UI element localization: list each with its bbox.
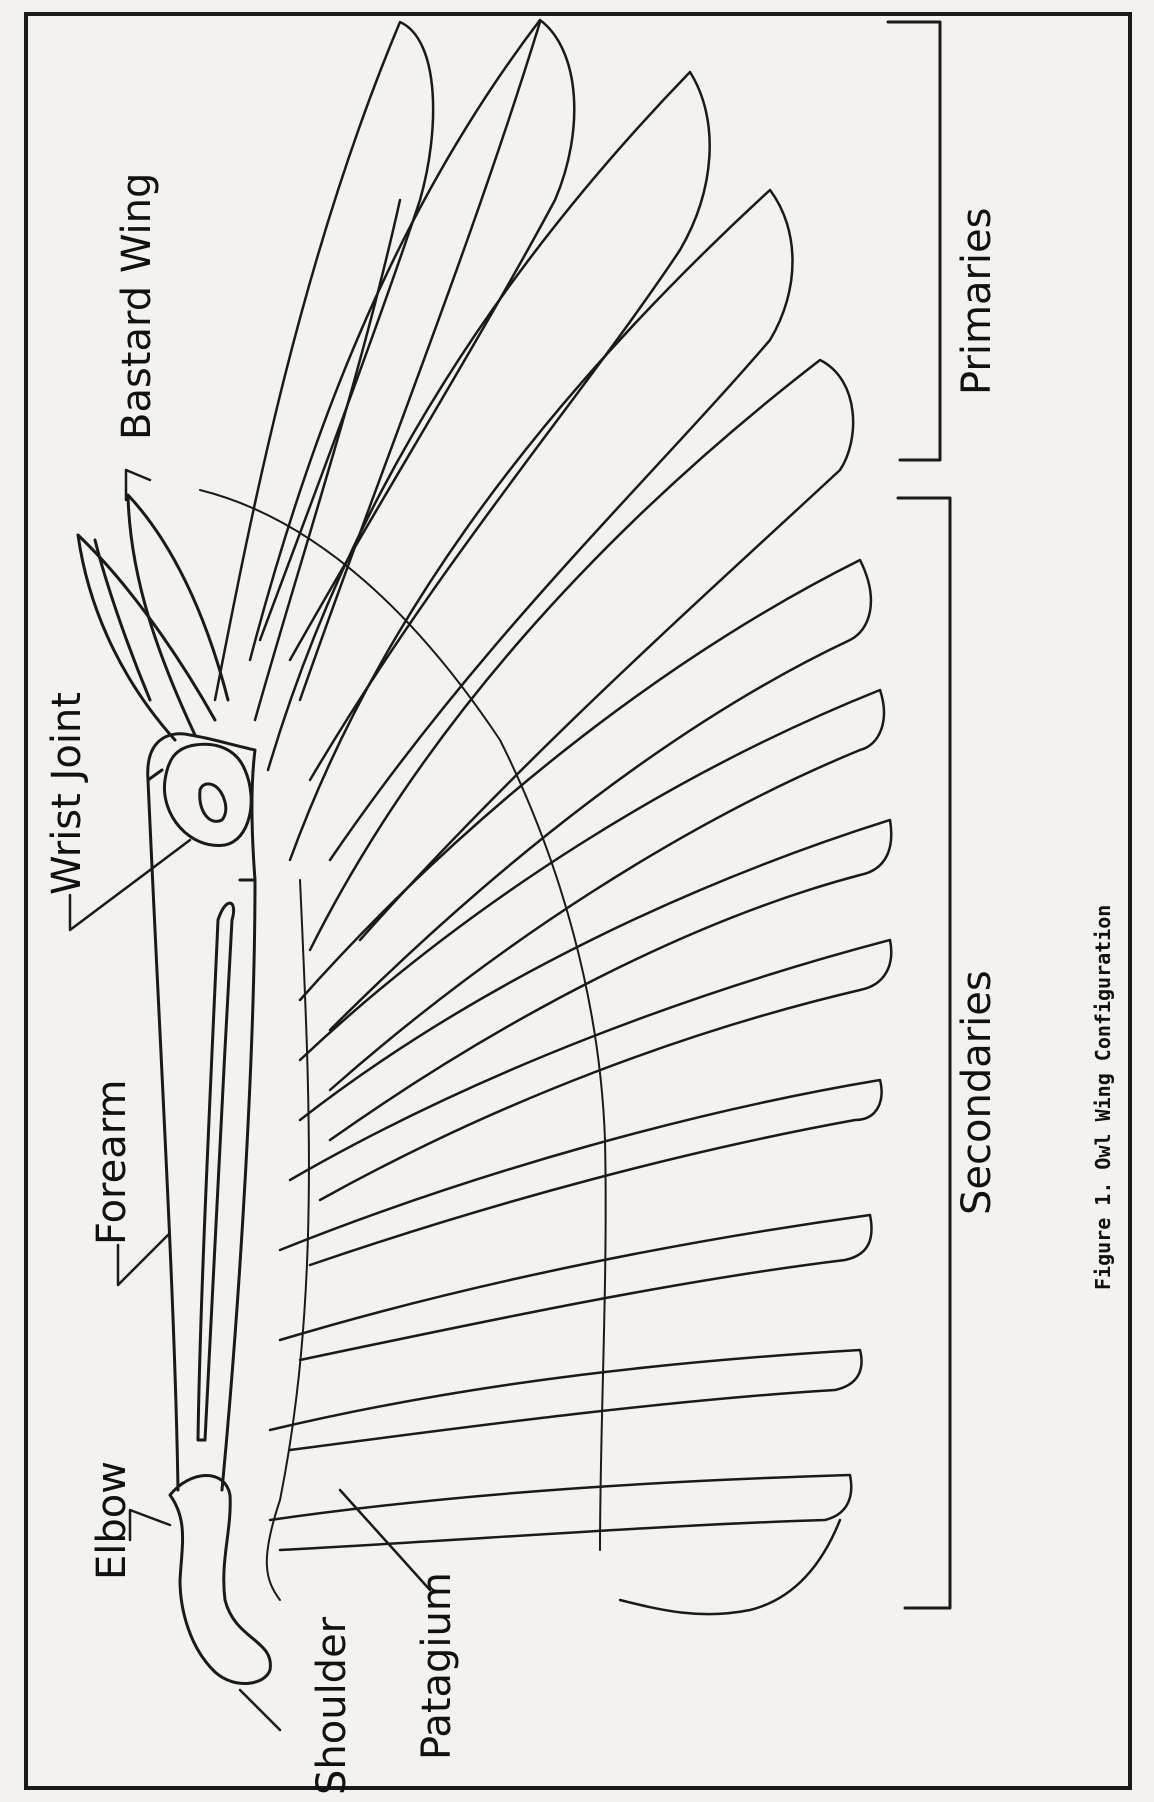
secondaries-bracket — [898, 498, 950, 1608]
figure-caption: Figure 1. Owl Wing Configuration — [1091, 905, 1115, 1290]
patagium-outline — [200, 490, 606, 1600]
label-forearm: Forearm — [89, 1080, 135, 1245]
primaries-bracket — [888, 22, 940, 460]
label-wrist-joint: Wrist Joint — [44, 692, 90, 895]
bastard-wing — [78, 495, 228, 740]
label-bastard-wing: Bastard Wing — [114, 173, 160, 440]
humerus-bone — [170, 1475, 270, 1683]
label-patagium: Patagium — [414, 1572, 460, 1760]
label-primaries: Primaries — [954, 208, 1000, 395]
primary-feathers — [215, 20, 853, 950]
wrist-joint-bone — [164, 744, 251, 845]
forearm-bone — [148, 734, 255, 1490]
label-secondaries: Secondaries — [954, 970, 1000, 1215]
label-elbow: Elbow — [89, 1461, 135, 1580]
secondary-feathers — [270, 560, 891, 1614]
label-shoulder: Shoulder — [309, 1616, 355, 1795]
